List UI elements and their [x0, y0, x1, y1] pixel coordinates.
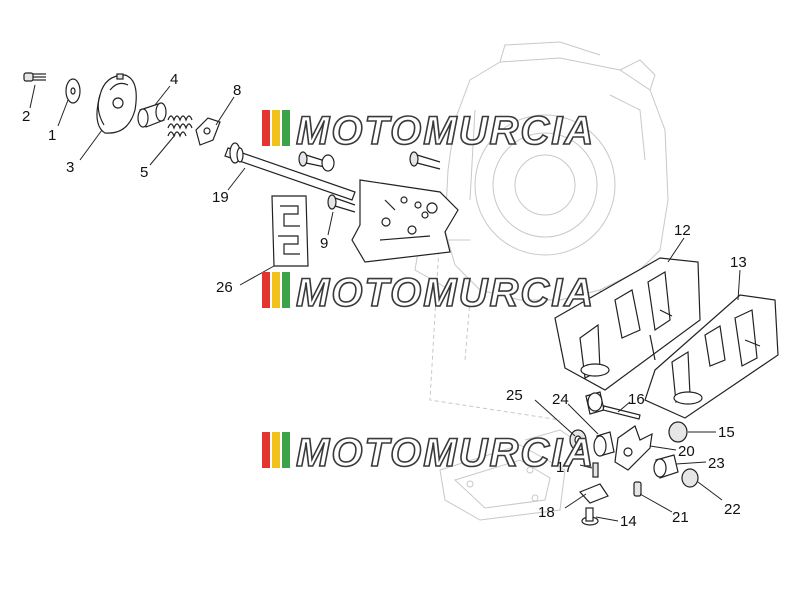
callout-5: 5	[140, 164, 148, 181]
callout-22: 22	[724, 501, 741, 518]
leader-lines	[29, 84, 741, 522]
watermark-red-stripe	[262, 432, 270, 468]
callout-19: 19	[212, 189, 229, 206]
callout-14: 14	[620, 513, 637, 530]
plate-18	[578, 483, 609, 504]
watermark-yellow-stripe	[272, 272, 280, 308]
screw-9	[298, 151, 441, 213]
callout-23: 23	[708, 455, 725, 472]
callout-9: 9	[320, 235, 328, 252]
watermark-red-stripe	[262, 110, 270, 146]
callout-8: 8	[233, 82, 241, 99]
screw-2	[23, 72, 46, 82]
callout-2: 2	[22, 108, 30, 125]
spring-17	[592, 462, 599, 478]
fork-plate-26	[271, 195, 309, 267]
watermark-yellow-stripe	[272, 110, 280, 146]
watermark-2: MOTOMURCIA	[262, 270, 595, 316]
disc-3	[96, 73, 137, 134]
spring-5	[167, 115, 193, 138]
watermark-3: MOTOMURCIA	[262, 430, 595, 476]
watermark-text: MOTOMURCIA	[296, 431, 595, 475]
callout-17: 17	[556, 459, 573, 476]
watermark-green-stripe	[282, 110, 290, 146]
callout-13: 13	[730, 254, 747, 271]
clip-8	[195, 117, 221, 146]
selector-group-12	[554, 257, 701, 391]
callout-3: 3	[66, 159, 74, 176]
watermark-green-stripe	[282, 272, 290, 308]
pin-16	[602, 405, 641, 420]
roller-15	[668, 421, 688, 443]
watermark-red-stripe	[262, 272, 270, 308]
watermark-1: MOTOMURCIA	[262, 108, 595, 154]
roller-top	[585, 391, 605, 415]
callout-26: 26	[216, 279, 233, 296]
callout-21: 21	[672, 509, 689, 526]
roller-23	[653, 454, 679, 479]
bush-24	[593, 431, 615, 457]
bushing-4	[137, 102, 167, 128]
callout-15: 15	[718, 424, 735, 441]
bolt-14	[581, 507, 599, 526]
callout-24: 24	[552, 391, 569, 408]
selector-group-13	[644, 294, 779, 419]
roller-22	[681, 468, 699, 488]
callout-labels: 1 2 3 4 5 8 9 12 13 14 15 16 17 18 19 20…	[22, 71, 747, 530]
washer-1	[65, 78, 81, 104]
pin-21	[633, 481, 642, 497]
callout-4: 4	[170, 71, 178, 88]
callout-20: 20	[678, 443, 695, 460]
bracket-plate	[351, 179, 459, 263]
callout-1: 1	[48, 127, 56, 144]
watermark-green-stripe	[282, 432, 290, 468]
callout-18: 18	[538, 504, 555, 521]
watermark-text: MOTOMURCIA	[296, 271, 595, 315]
callout-25: 25	[506, 387, 523, 404]
callout-16: 16	[628, 391, 645, 408]
fork-20	[614, 425, 653, 471]
watermark-yellow-stripe	[272, 432, 280, 468]
shaft-19	[224, 142, 356, 201]
callout-12: 12	[674, 222, 691, 239]
watermark-text: MOTOMURCIA	[296, 109, 595, 153]
